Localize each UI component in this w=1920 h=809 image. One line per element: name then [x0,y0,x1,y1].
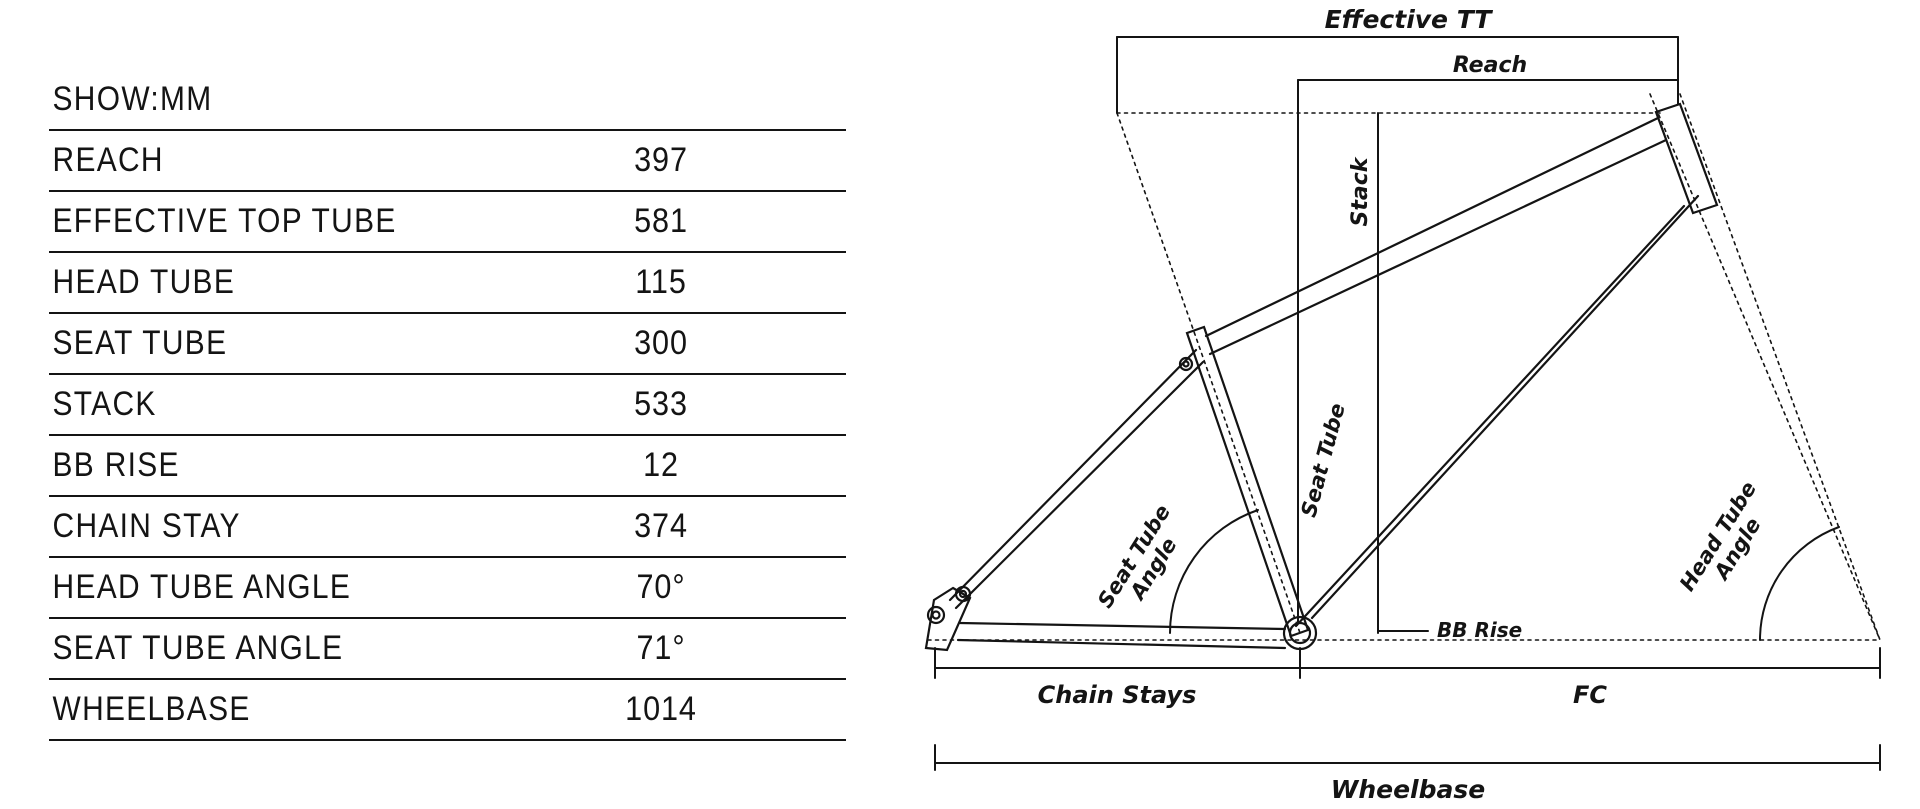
table-row: REACH 397 [49,131,846,192]
bb-shell-inner-circle [1288,621,1312,645]
geometry-table-rows: REACH 397 EFFECTIVE TOP TUBE 581 HEAD TU… [49,131,846,741]
table-row: BB RISE 12 [49,436,846,497]
row-label: HEAD TUBE [52,263,236,301]
row-value: 1014 [625,690,697,728]
row-value: 300 [634,324,688,362]
seat-tube-angle-arc [1169,509,1259,634]
dropout-bolt-lower [926,605,946,625]
table-row: WHEELBASE 1014 [49,680,846,741]
seat-clamp-bolt [1178,356,1194,372]
angle-arcs [1169,509,1840,641]
row-value: 115 [635,263,687,301]
effective-tt-label: Effective TT [1325,5,1494,34]
bb-rise-label: BB Rise [1437,618,1522,642]
table-row: HEAD TUBE 115 [49,253,846,314]
head-tube-angle-arc [1758,526,1840,641]
table-row: CHAIN STAY 374 [49,497,846,558]
down-tube-upper-line [1310,194,1700,620]
table-row: EFFECTIVE TOP TUBE 581 [49,192,846,253]
seat-tube-angle-label: Seat Tube Angle [1093,500,1182,612]
reach-label: Reach [1453,53,1527,78]
table-row: SEAT TUBE 300 [49,314,846,375]
table-row: HEAD TUBE ANGLE 70° [49,558,846,619]
frame [924,102,1719,652]
table-header: SHOW:MM [52,80,213,118]
row-value: 397 [634,141,688,179]
row-label: REACH [52,141,164,179]
row-label: SEAT TUBE ANGLE [52,629,344,667]
top-tube-lower-line [1208,138,1668,356]
chain-stay-lower-line [956,638,1287,650]
chain-stay-upper-line [958,621,1287,631]
chain-stays-label: Chain Stays [1038,681,1197,709]
rear-dropout-plate [924,586,972,652]
dimension-lines [934,36,1881,771]
stack-label: Stack [1348,156,1373,226]
dropout-bolt-upper [954,585,972,603]
reference-lines [927,93,1881,641]
geometry-table: SHOW:MM REACH 397 EFFECTIVE TOP TUBE 581… [49,70,846,741]
top-tube-upper-line [1204,116,1660,338]
table-header-row: SHOW:MM [49,70,846,131]
dropout-bolt-lower-hole [931,610,941,620]
row-value: 12 [643,446,679,484]
row-value: 374 [634,507,688,545]
head-axis-dotted-line-right [1679,93,1881,641]
row-value: 533 [634,385,688,423]
row-label: CHAIN STAY [52,507,241,545]
row-value: 71° [636,629,686,667]
head-tube-shape [1654,102,1719,215]
row-label: EFFECTIVE TOP TUBE [52,202,397,240]
wheelbase-label: Wheelbase [1331,775,1485,804]
seat-axis-dotted-line [1116,112,1301,634]
down-tube-lower-line [1294,204,1686,628]
row-label: STACK [52,385,157,423]
diagram-labels: Effective TT Reach Stack Seat Tube Seat … [1038,5,1766,804]
fc-label: FC [1573,681,1607,709]
dropout-bolt-upper-hole [958,589,968,599]
table-row: STACK 533 [49,375,846,436]
row-label: SEAT TUBE [52,324,228,362]
seat-clamp-bolt-hole [1182,360,1190,368]
table-row: SEAT TUBE ANGLE 71° [49,619,846,680]
row-value: 581 [634,202,688,240]
row-label: BB RISE [52,446,180,484]
row-value: 70° [636,568,686,606]
row-label: WHEELBASE [52,690,251,728]
row-label: HEAD TUBE ANGLE [52,568,352,606]
head-axis-dotted-line-left [1649,93,1881,641]
seat-stay-lower-line [954,360,1205,610]
seat-tube-label: Seat Tube [1297,401,1350,520]
head-tube-angle-label: Head Tube Angle [1675,477,1766,595]
seat-stay-upper-line [948,348,1198,602]
